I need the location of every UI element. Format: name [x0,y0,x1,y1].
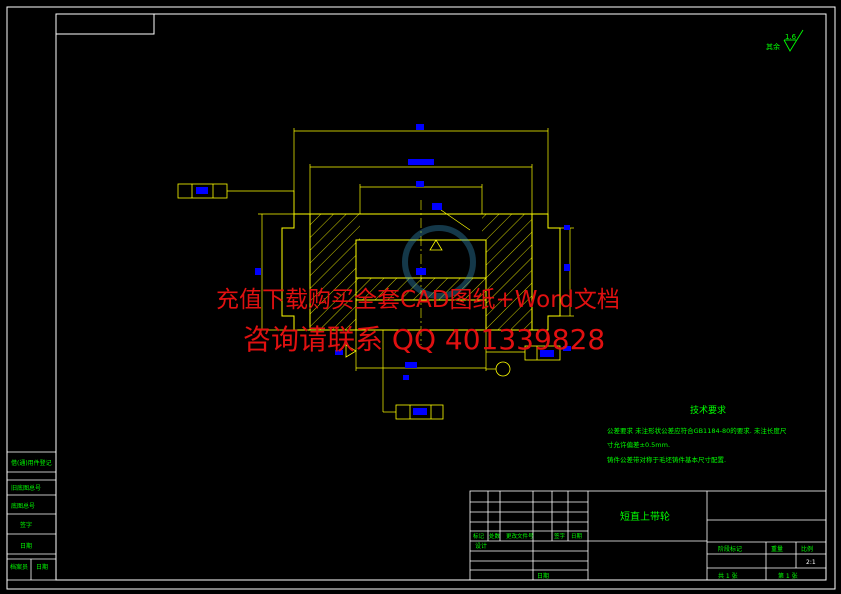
dimension-markers [196,124,571,415]
tech-req-title: 技术要求 [690,404,726,416]
outer-border [6,6,836,590]
tolerance-frames [177,183,561,420]
tb-header-3: 更改文件号 [506,532,534,540]
roughness-symbol-bore [345,239,443,358]
roughness-symbol-general [783,29,804,52]
left-strip-label-1: 借(通)用件登记 [11,459,52,467]
code-box [55,13,155,35]
inner-border [55,13,827,581]
tb-header-5: 日期 [571,533,583,540]
watermark-line-1: 充值下载购买全套CAD图纸+Word文档 [216,287,620,313]
tb-sheet-no: 第 1 张 [778,572,798,580]
tech-req-line-1: 公差要求 未注形状公差应符合GB1184-80的要求. 未注长度尺 [607,426,787,435]
left-strip-label-4: 签字 [20,521,32,529]
tb-scale-label: 比例 [801,545,813,553]
tech-req-line-2: 寸允许偏差±0.5mm. [607,440,670,449]
left-strip-label-2: 旧底图总号 [11,484,41,492]
tb-header-4: 签字 [554,532,566,540]
roughness-value: 1.6 [785,33,797,41]
left-strip [6,451,57,581]
watermark-line-2: 咨询请联系 QQ 401339828 [243,323,606,356]
tb-header-1: 标记 [473,532,485,540]
tb-date: 日期 [537,572,549,580]
tb-sheet-total: 共 1 张 [718,572,738,580]
left-strip-label-3: 底图总号 [11,502,35,510]
logo-watermark [402,225,476,299]
left-strip-label-5: 日期 [20,542,32,550]
tb-header-2: 处数 [489,532,501,540]
tb-weight: 重量 [771,545,783,553]
tb-stage: 阶段标记 [718,545,742,553]
roughness-label: 其余 [766,42,780,51]
tb-scale-value: 2:1 [806,559,816,566]
tb-design: 设计 [475,542,487,550]
left-strip-label-7: 日期 [36,563,48,571]
title-block [469,490,827,581]
left-strip-label-6: 档案员 [10,563,28,571]
section-hatch [310,214,532,330]
tech-req-line-3: 铸件公差带对称于毛坯铸件基本尺寸配置. [607,455,726,464]
part-name: 短直上带轮 [620,510,670,523]
